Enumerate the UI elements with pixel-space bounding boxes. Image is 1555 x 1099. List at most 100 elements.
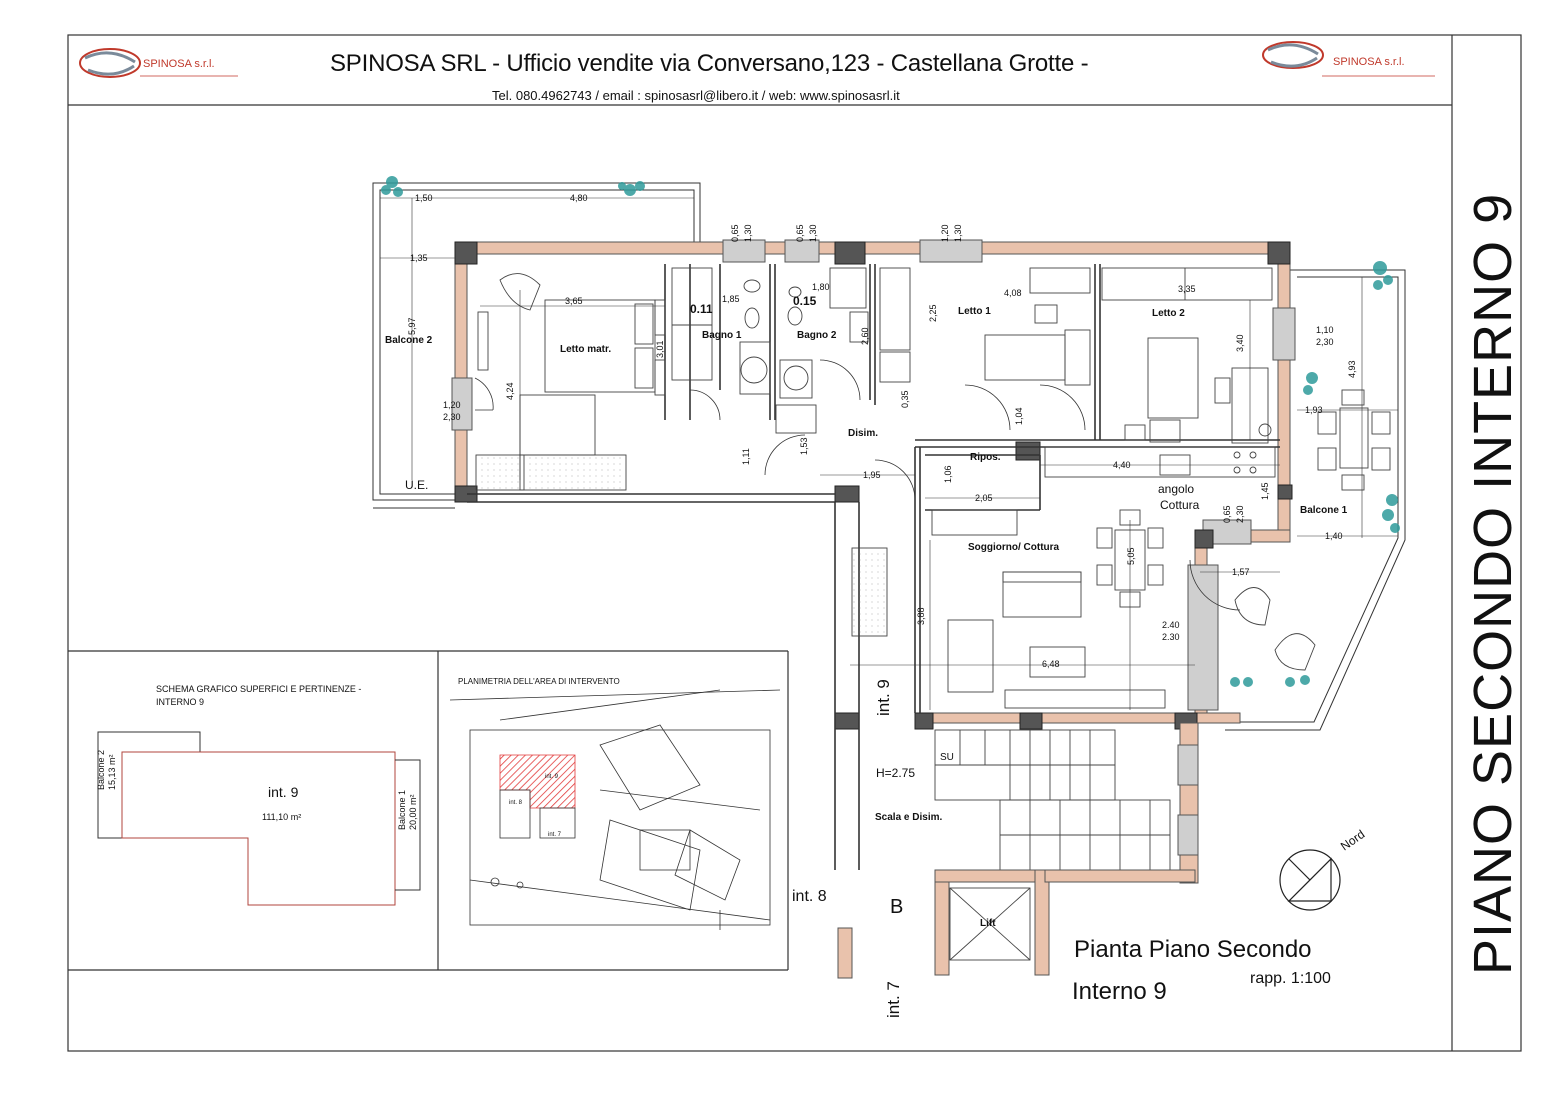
room-ripos: Ripos. (970, 452, 1001, 463)
schema-balcone-2: Balcone 2 (96, 749, 106, 790)
dim: 1,45 (1260, 482, 1270, 500)
plan-subtitle: Interno 9 (1072, 978, 1167, 1005)
dim: 1,85 (722, 294, 740, 304)
room-soggiorno: Soggiorno/ Cottura (968, 542, 1060, 553)
doors (474, 359, 1241, 611)
dim: 1,95 (863, 470, 881, 480)
schema-superfici (97, 731, 421, 906)
room-scala: Scala e Disim. (875, 812, 943, 823)
dim: 5,97 (407, 317, 417, 335)
room-lift: Lift (980, 918, 996, 929)
sheet-frame (67, 34, 1522, 1052)
dim: 4,93 (1347, 360, 1357, 378)
logo-right (1262, 41, 1435, 77)
dim: 1,35 (410, 253, 428, 263)
dim: 1,04 (1014, 407, 1024, 425)
dim: 2,30 (1316, 337, 1334, 347)
dim: 1,30 (743, 224, 753, 242)
dim: 0,35 (900, 390, 910, 408)
dim: 4,40 (1113, 460, 1131, 470)
header-contact: Tel. 080.4962743 / email : spinosasrl@li… (492, 88, 900, 103)
room-letto-matr: Letto matr. (560, 344, 612, 355)
dim: 4,08 (1004, 288, 1022, 298)
room-letto-1: Letto 1 (958, 306, 991, 317)
dim: 1,06 (943, 465, 953, 483)
dim: 1,50 (415, 193, 433, 203)
room-disim: Disim. (848, 428, 879, 439)
stair-windows (1177, 744, 1199, 856)
dim: 1,53 (799, 437, 809, 455)
planimetria-int-8: int. 8 (509, 800, 523, 806)
plan-title: Pianta Piano Secondo (1074, 936, 1312, 963)
room-bagno-2: Bagno 2 (797, 330, 837, 341)
dim: 3,40 (1235, 334, 1245, 352)
side-title: PIANO SECONDO INTERNO 9 (1463, 192, 1523, 975)
dim: 0,65 (730, 224, 740, 242)
room-cottura: Cottura (1160, 498, 1200, 512)
dim: 1,30 (808, 224, 818, 242)
label-int-8: int. 8 (792, 888, 827, 905)
dim: 2,25 (928, 304, 938, 322)
furniture (475, 267, 1391, 961)
dim: 1,11 (741, 448, 751, 465)
dim: 5,05 (1126, 547, 1136, 565)
schema-int-9: int. 9 (268, 784, 299, 800)
dim: 4,24 (505, 382, 515, 400)
schema-subtitle: INTERNO 9 (156, 697, 205, 707)
dim: 2.40 (1162, 620, 1180, 630)
dim: 1,93 (1305, 405, 1323, 415)
label-int-9: int. 9 (874, 679, 893, 716)
dim: 2,30 (1235, 505, 1245, 523)
dim: 2,05 (975, 493, 993, 503)
dim: 2.30 (1162, 632, 1180, 642)
dim: 0,65 (795, 224, 805, 242)
dim: 2,30 (443, 412, 461, 422)
dim: 1,20 (443, 400, 461, 410)
label-int-7: int. 7 (884, 981, 903, 1018)
dim: 1,10 (1316, 325, 1334, 335)
bath-1-area: 0.11 (690, 302, 713, 316)
room-balcone-1: Balcone 1 (1300, 505, 1348, 516)
dim: 1,40 (1325, 531, 1343, 541)
bath-2-area: 0.15 (793, 294, 817, 308)
plan-scale: rapp. 1:100 (1250, 970, 1331, 987)
room-bagno-1: Bagno 1 (702, 330, 742, 341)
dim: 3,88 (916, 607, 926, 625)
dim: 3,01 (655, 340, 665, 358)
schema-title: SCHEMA GRAFICO SUPERFICI E PERTINENZE - (156, 684, 362, 694)
logo-right-text: SPINOSA s.r.l. (1333, 56, 1405, 68)
stair-su: SU (940, 752, 954, 763)
planimetria-title: PLANIMETRIA DELL'AREA DI INTERVENTO (458, 677, 620, 686)
room-angolo: angolo (1158, 482, 1195, 496)
north-arrow (1279, 849, 1341, 911)
ceiling-height: H=2.75 (876, 766, 916, 780)
dim: 1,57 (1232, 567, 1250, 577)
dim: 3,35 (1178, 284, 1196, 294)
planimetria-area (449, 689, 781, 930)
schema-balcone-1-area: 20,00 m² (408, 794, 418, 830)
logo-left (79, 48, 238, 78)
label-b: B (890, 896, 904, 918)
planimetria-int-7: int. 7 (548, 832, 562, 838)
dim: 1,80 (812, 282, 830, 292)
dim: 1,20 (940, 224, 950, 242)
schema-balcone-2-area: 15,13 m² (107, 754, 117, 790)
room-balcone-2: Balcone 2 (385, 335, 433, 346)
room-letto-2: Letto 2 (1152, 308, 1185, 319)
balcone-2 (372, 182, 701, 509)
columns (454, 241, 1293, 730)
logo-left-text: SPINOSA s.r.l. (143, 58, 215, 70)
dim: 0,65 (1222, 505, 1232, 523)
plants (381, 176, 1400, 687)
dimension-lines (380, 197, 1398, 710)
header-title: SPINOSA SRL - Ufficio vendite via Conver… (330, 50, 1089, 77)
balcone-1 (1225, 269, 1406, 731)
planimetria-int-9: int. 9 (545, 774, 559, 780)
dim: 3,65 (565, 296, 583, 306)
room-ue: U.E. (405, 478, 429, 492)
schema-balcone-1: Balcone 1 (397, 789, 407, 830)
windows (451, 239, 1296, 711)
schema-area: 111,10 m² (262, 812, 302, 822)
dim: 6,48 (1042, 659, 1060, 669)
